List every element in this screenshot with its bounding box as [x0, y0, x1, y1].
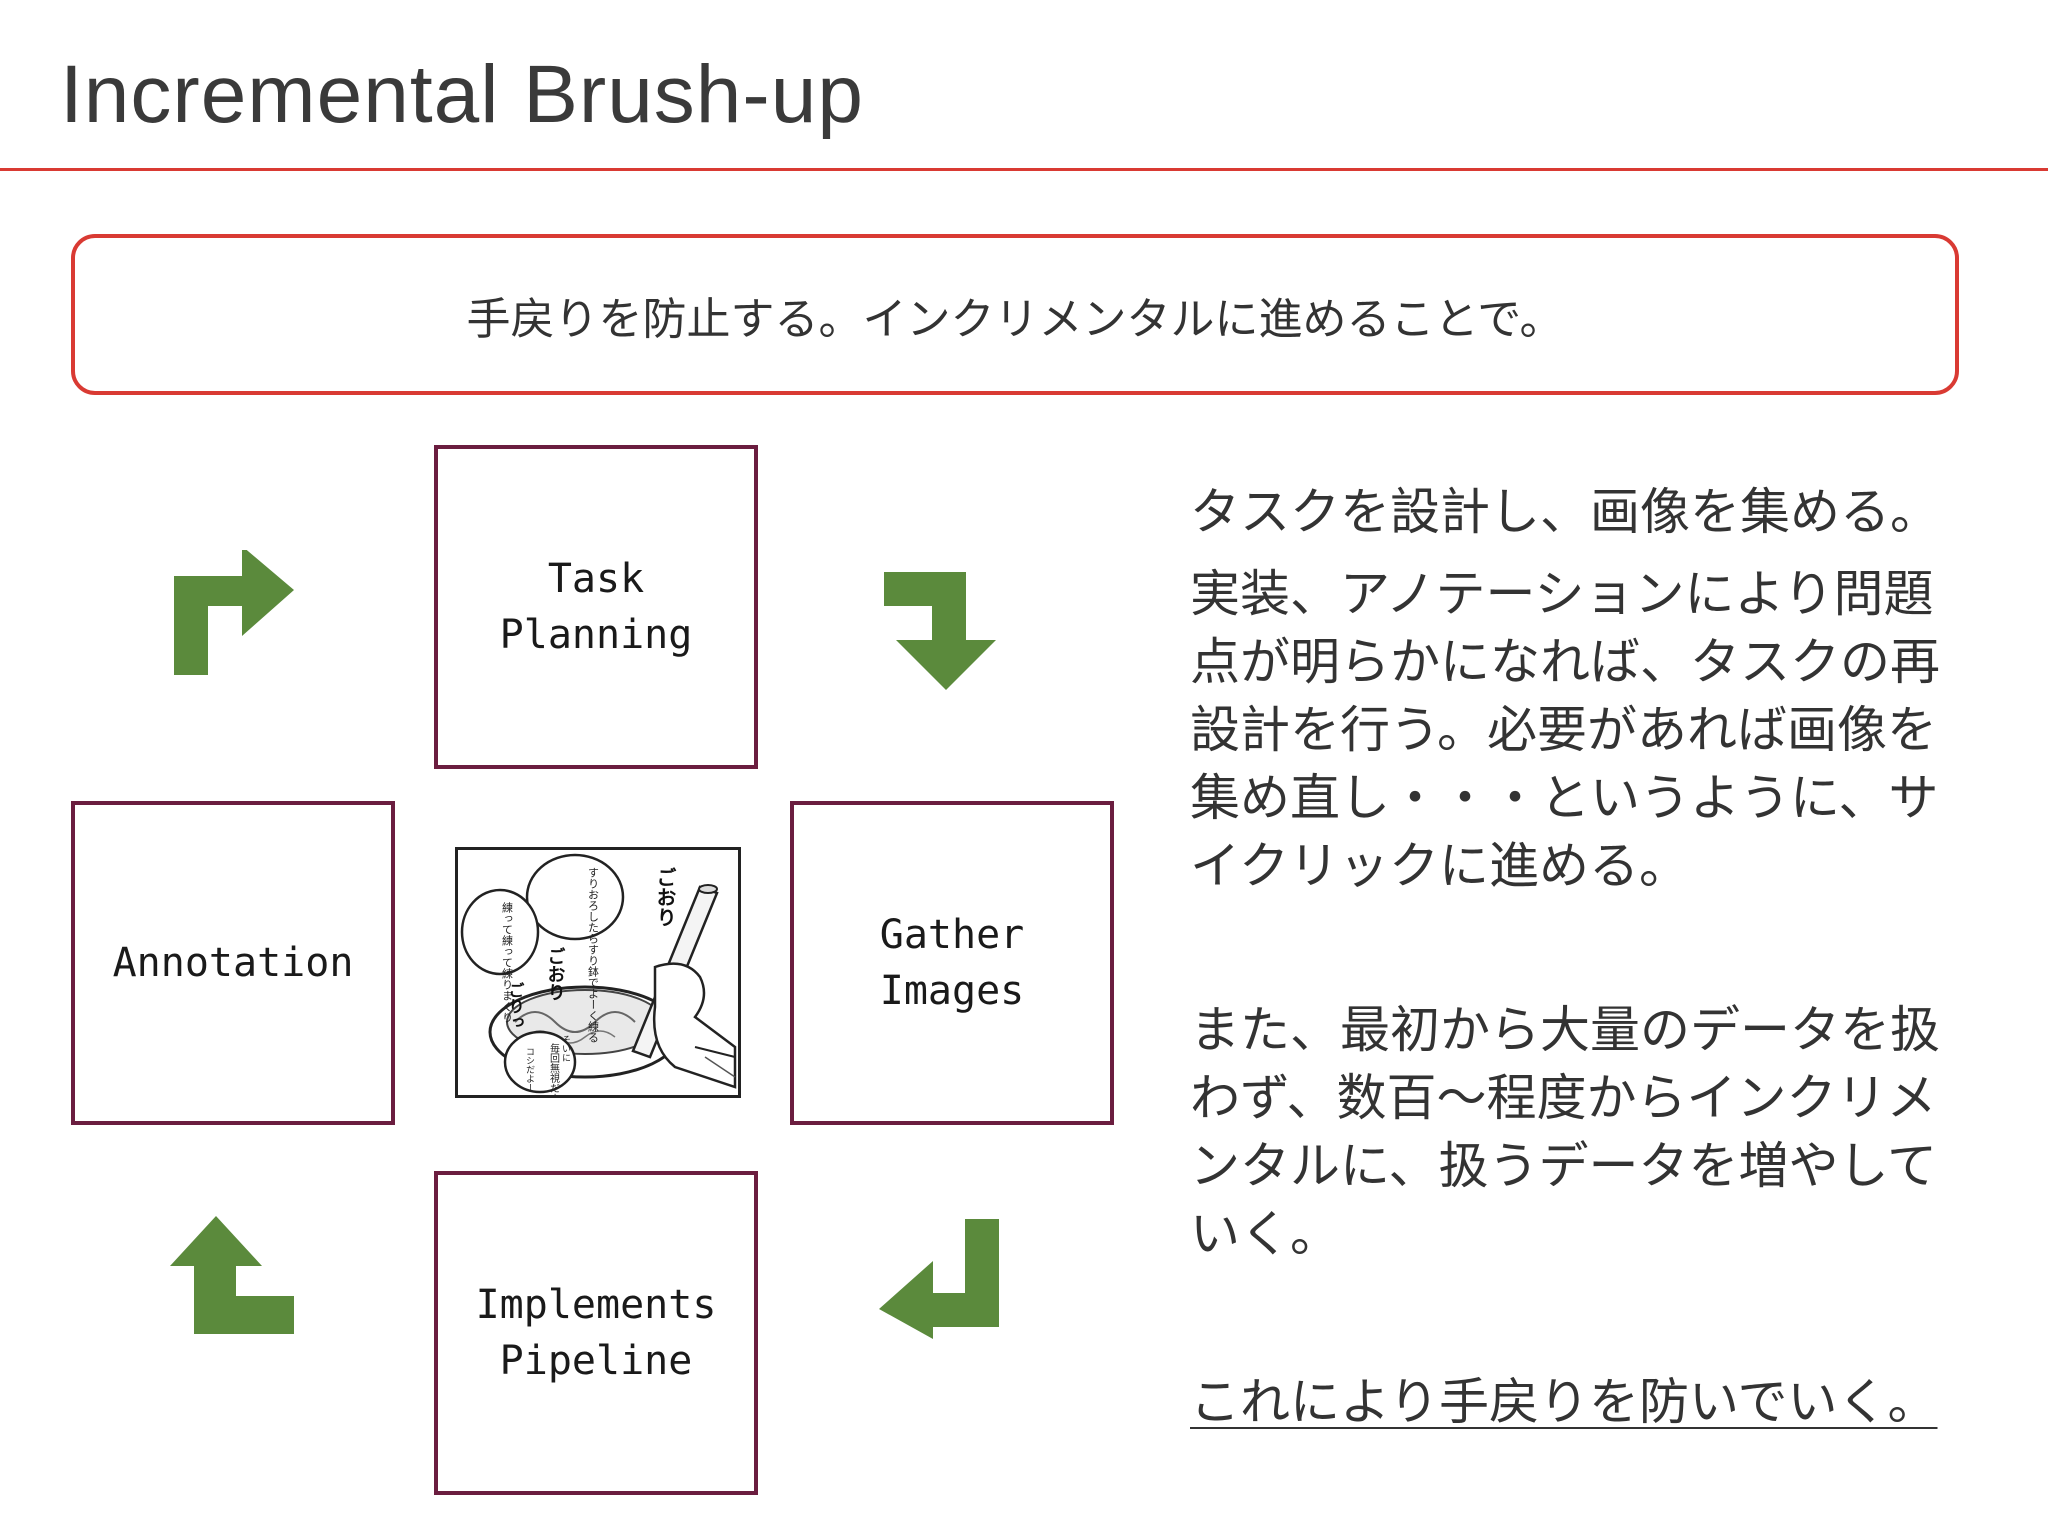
step-label: Annotation — [112, 940, 354, 986]
bubble-text: コシだよー — [524, 1047, 535, 1092]
bubble-text: 毎回無視だよ — [548, 1042, 560, 1098]
manga-illustration: すりおろしたらすり鉢でよーく練る 練って練って練りまくり 毎回無視だよ コシだよ… — [455, 847, 741, 1098]
title-divider — [0, 168, 2048, 171]
slide-title: Incremental Brush-up — [60, 49, 864, 140]
sound-effect-text: ごおり — [545, 946, 566, 1001]
arrow-left-up-icon — [170, 1216, 294, 1334]
step-label: Task Planning — [499, 556, 693, 658]
explanation-conclusion: これにより手戻りを防いでいく。 — [1190, 1373, 1938, 1431]
speech-bubble — [525, 853, 625, 941]
arrow-right-down-icon — [884, 572, 996, 690]
explanation-paragraph-2: 実装、アノテーションにより問題点が明らかになれば、タスクの再設計を行う。必要があ… — [1190, 565, 1940, 895]
speech-bubble — [460, 888, 540, 976]
bubble-text: すりおろしたらすり鉢でよーく練る — [587, 867, 600, 1043]
arrow-down-left-icon — [879, 1219, 999, 1339]
step-label: Gather Images — [879, 912, 1025, 1014]
summary-banner: 手戻りを防止する。インクリメンタルに進めることで。 — [71, 234, 1959, 395]
sound-effect-text: ごおり — [653, 867, 677, 927]
arrow-up-right-icon — [174, 550, 294, 675]
explanation-paragraph-3: また、最初から大量のデータを扱わず、数百～程度からインクリメンタルに、扱うデータ… — [1190, 1001, 1940, 1263]
summary-banner-text: 手戻りを防止する。インクリメンタルに進めることで。 — [466, 293, 1564, 345]
step-gather-images: Gather Images — [790, 801, 1114, 1125]
bubble-text: そいに — [560, 1035, 571, 1062]
bubble-text: 練って練って練りまくり — [501, 901, 514, 1023]
step-annotation: Annotation — [71, 801, 395, 1125]
step-task-planning: Task Planning — [434, 445, 758, 769]
speech-bubble — [503, 1030, 577, 1094]
explanation-paragraph-1: タスクを設計し、画像を集める。 — [1190, 483, 1940, 541]
sound-effect-text: ごりっ — [506, 981, 525, 1030]
step-label: Implements Pipeline — [475, 1282, 717, 1384]
step-implements-pipeline: Implements Pipeline — [434, 1171, 758, 1495]
